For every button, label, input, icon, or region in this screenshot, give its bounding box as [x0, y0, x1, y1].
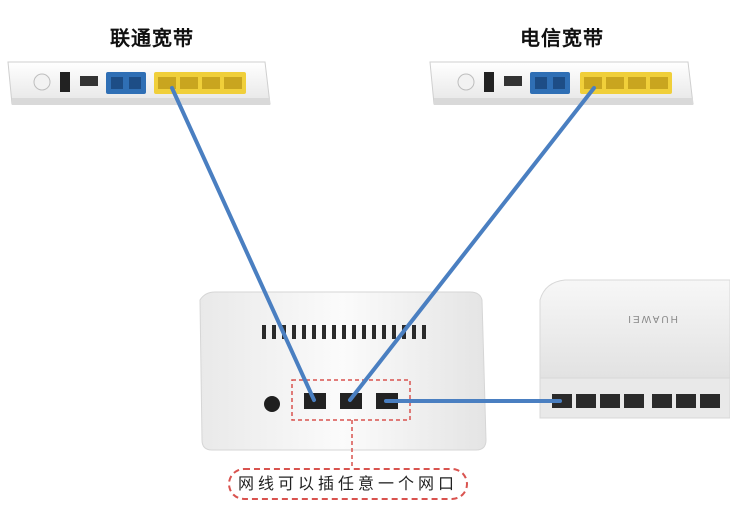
cables	[170, 86, 596, 403]
power-jack-icon	[60, 72, 70, 92]
left-modem-yellow-ports	[154, 72, 246, 94]
cable-left-modem-to-router	[170, 86, 316, 402]
left-modem	[7, 61, 271, 105]
switch: HUAWEI	[539, 279, 730, 419]
port-note-label: 网线可以插任意一个网口	[228, 468, 468, 500]
usb-port-icon	[504, 76, 522, 86]
power-button-icon	[457, 73, 475, 91]
switch-ports	[552, 394, 720, 408]
left-modem-label: 联通宽带	[110, 26, 194, 50]
power-jack-icon	[264, 396, 280, 412]
right-modem-label: 电信宽带	[520, 26, 604, 50]
usb-port-icon	[80, 76, 98, 86]
cable-right-modem-to-router	[348, 86, 596, 402]
router	[199, 291, 487, 466]
left-modem-blue-ports	[106, 72, 146, 94]
right-modem-blue-ports	[530, 72, 570, 94]
switch-brand-text: HUAWEI	[626, 313, 678, 324]
router-port-dashed-box	[291, 379, 411, 421]
right-modem	[429, 61, 694, 105]
power-button-icon	[33, 73, 51, 91]
right-modem-yellow-ports	[580, 72, 672, 94]
power-jack-icon	[484, 72, 494, 92]
